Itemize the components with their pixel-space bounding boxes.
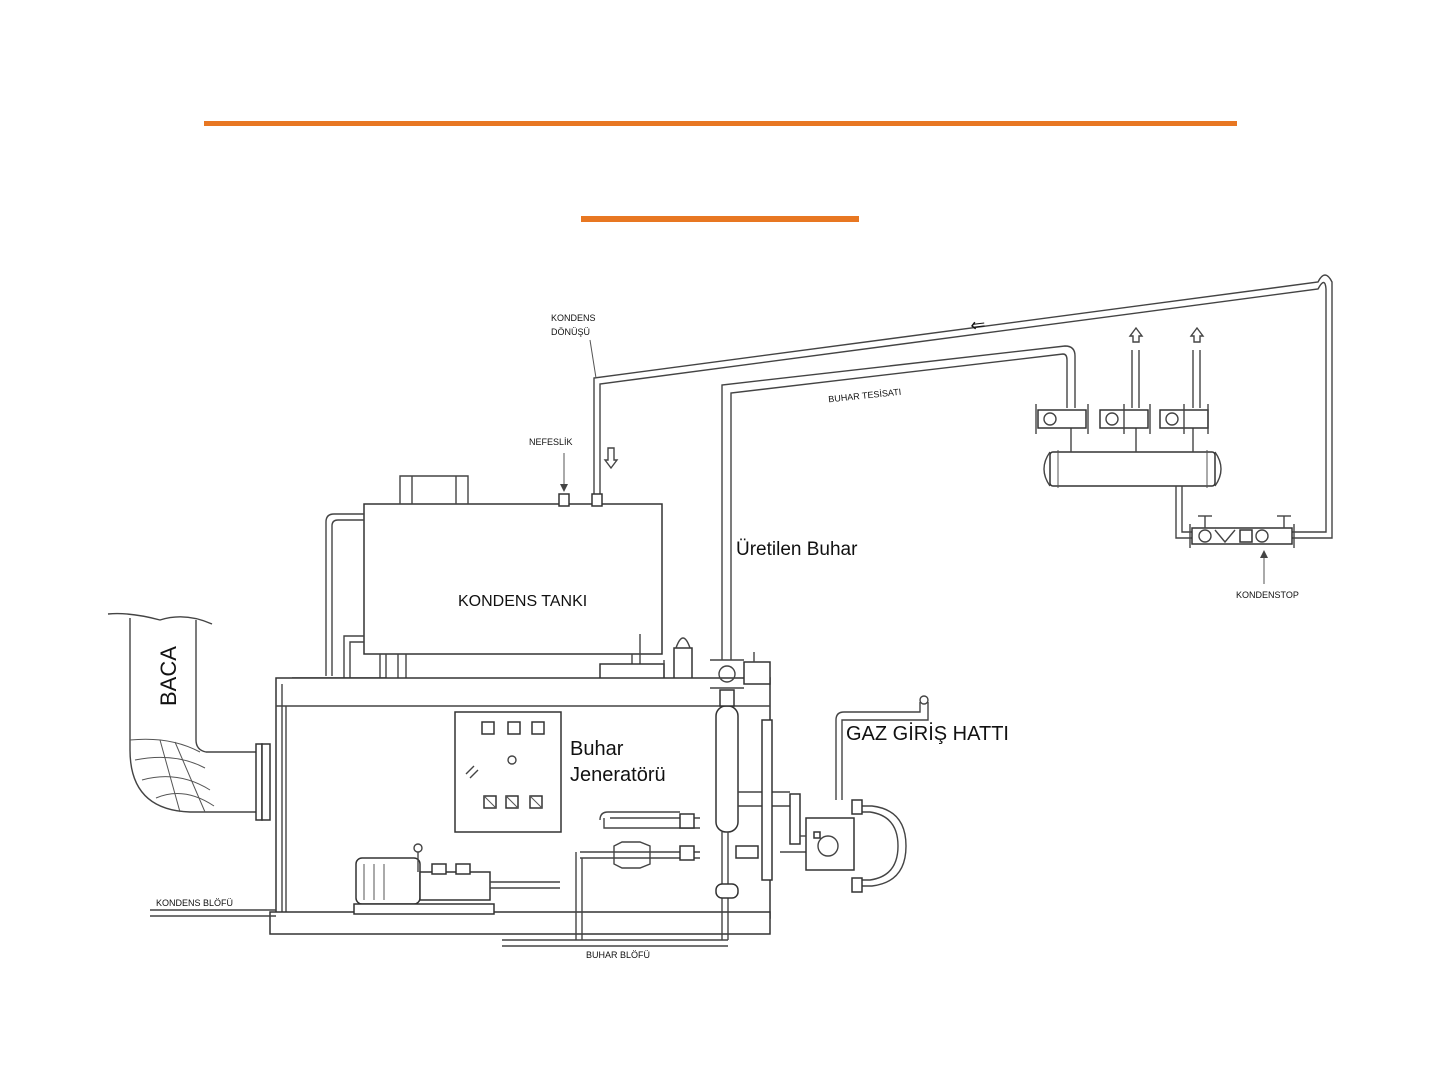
kondens-tanki-label: KONDENS TANKI — [458, 593, 587, 610]
kondens-donusu-label-2: DÖNÜŞÜ — [551, 327, 590, 337]
chimney — [108, 614, 270, 820]
control-panel-icon — [455, 712, 561, 832]
kondens-donusu-label-1: KONDENS — [551, 313, 596, 323]
arrow-up-icon — [1130, 328, 1142, 342]
condensate-return-line — [594, 275, 1332, 538]
uretilen-buhar-label: Üretilen Buhar — [736, 539, 858, 560]
arrow-up-icon — [1191, 328, 1203, 342]
kondens-donusu-pointer — [590, 340, 596, 378]
kondens-blofu-label: KONDENS BLÖFÜ — [156, 898, 233, 908]
kondenstop-label: KONDENSTOP — [1236, 590, 1299, 600]
buhar-blofu-label: BUHAR BLÖFÜ — [586, 950, 650, 960]
buhar-tesisati-label: BUHAR TESİSATI — [828, 387, 902, 405]
header-valve-3 — [1160, 404, 1208, 434]
header-valve-1 — [1036, 404, 1088, 434]
steam-trap-assembly — [1176, 486, 1300, 548]
buhar-jeneratoru-label-2: Jeneratörü — [570, 764, 666, 786]
baca-label: BACA — [156, 646, 181, 706]
gaz-giris-hatti-label: GAZ GİRİŞ HATTI — [846, 722, 1009, 745]
burner — [800, 818, 854, 870]
flow-arrow-icon: ⇐ — [969, 314, 986, 336]
buhar-jeneratoru-label-1: Buhar — [570, 738, 624, 760]
arrow-down-icon — [560, 484, 568, 492]
header-valve-2 — [1100, 404, 1150, 434]
nefeslik-label: NEFESLİK — [529, 437, 573, 447]
arrow-up-icon — [1260, 550, 1268, 558]
arrow-down-icon — [605, 448, 617, 468]
